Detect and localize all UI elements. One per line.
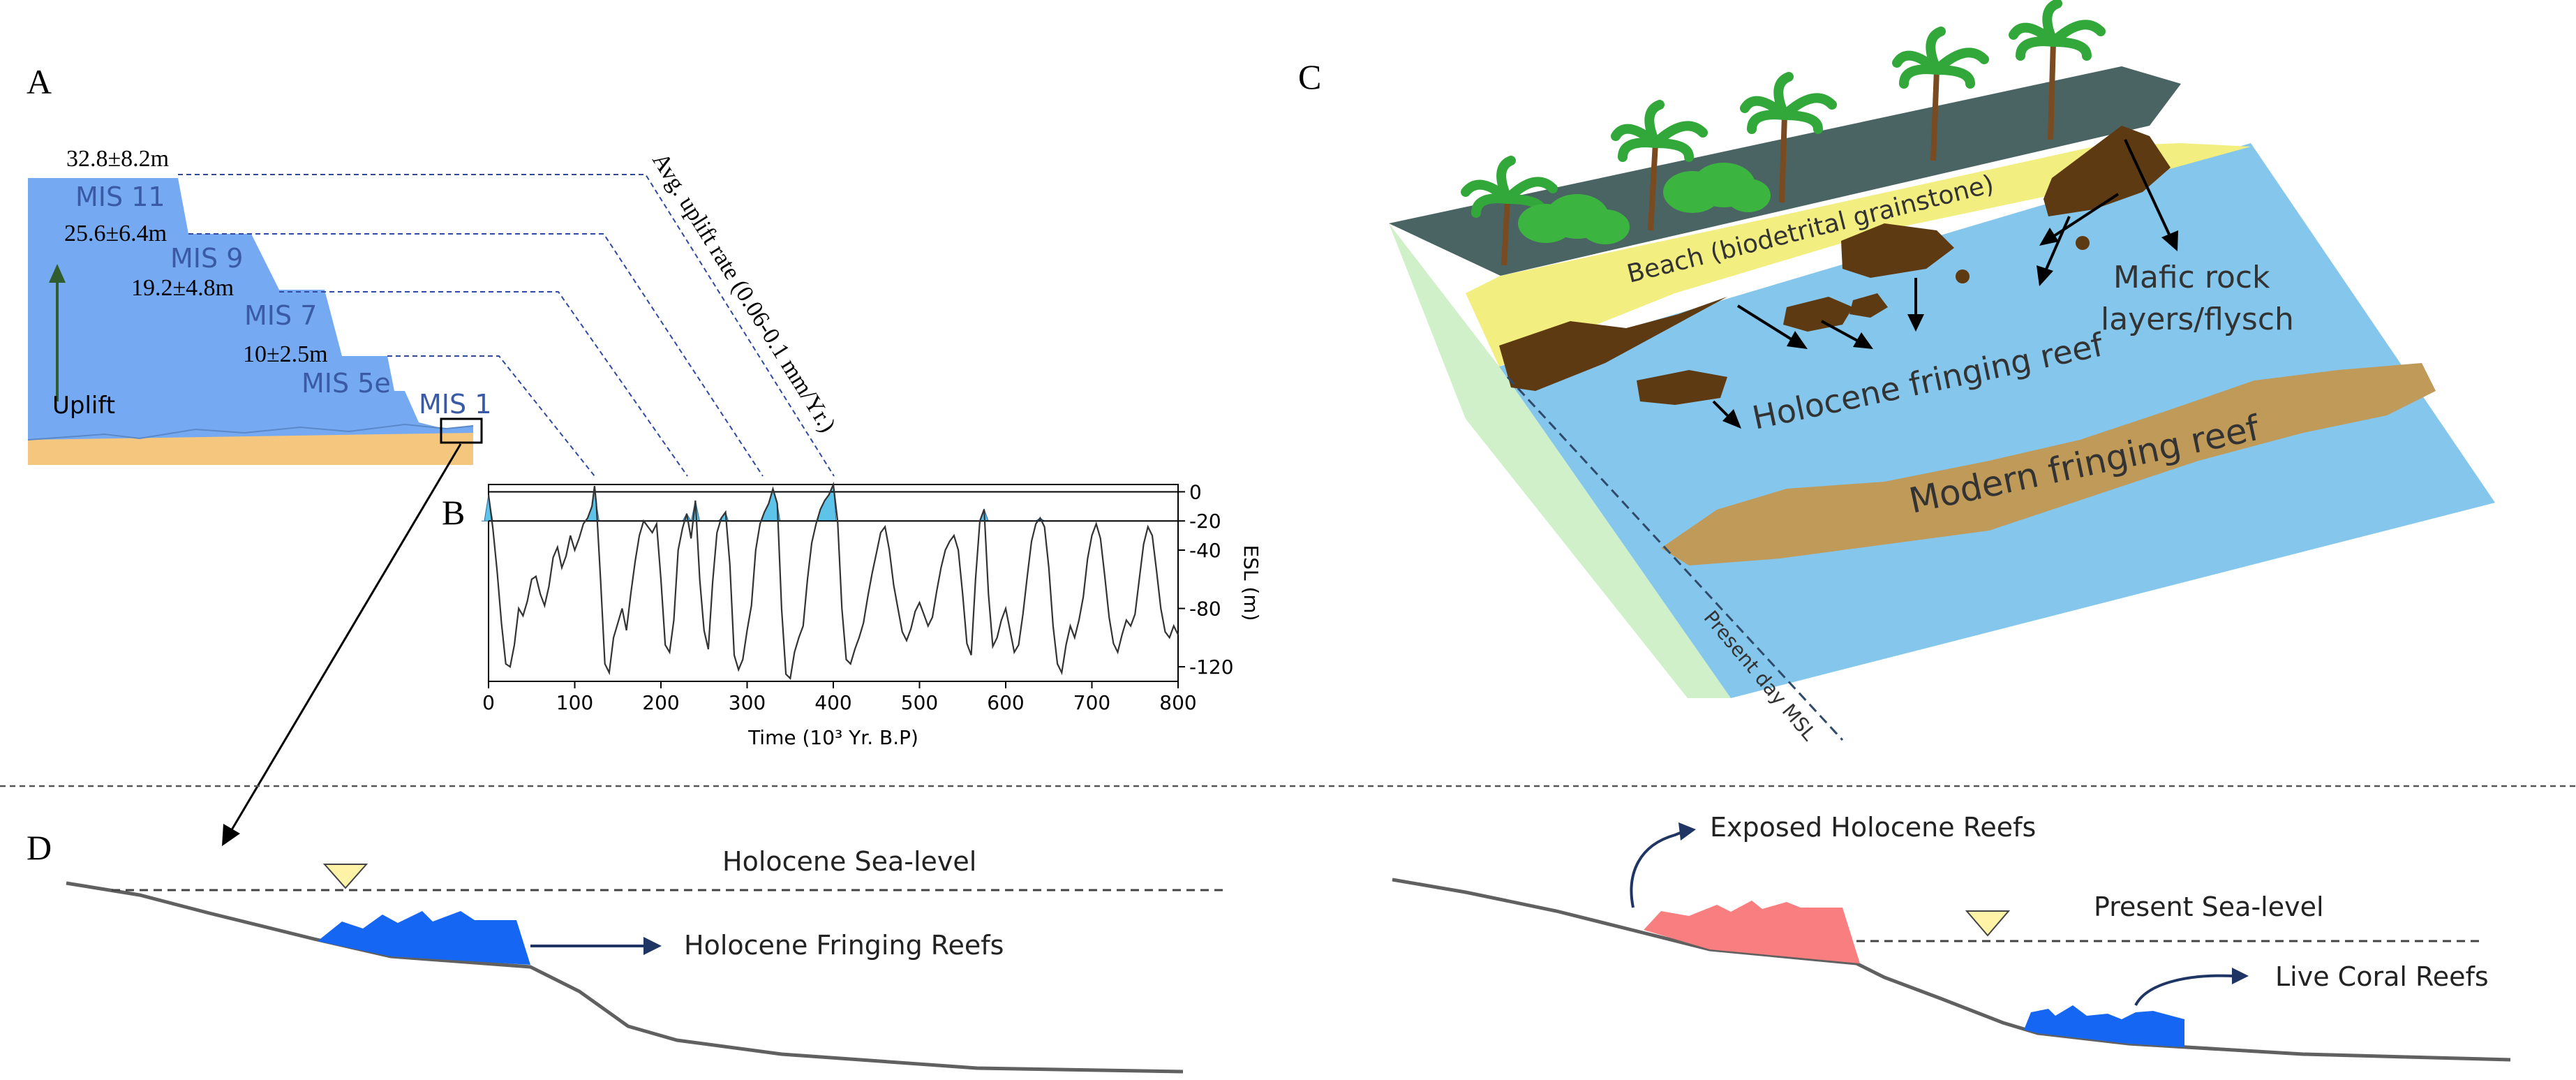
palm-tree-icon <box>1892 27 1989 161</box>
chart-y-axis-title: ESL (m) <box>1239 545 1263 621</box>
uplift-arrow-icon <box>49 264 66 283</box>
x-tick-label: 500 <box>901 691 938 714</box>
panel-letter-d: D <box>27 828 52 867</box>
rock-2 <box>2043 126 2171 216</box>
modern-reef-band <box>1661 363 2436 565</box>
pebble-2 <box>2076 236 2090 250</box>
label-mis11: MIS 11 <box>75 182 165 212</box>
palm-tree-icon <box>1461 156 1558 266</box>
chart-x-axis-title: Time (10³ Yr. B.P) <box>747 726 918 749</box>
x-tick-label: 800 <box>1159 691 1196 714</box>
y-tick-label: -120 <box>1189 656 1234 679</box>
zoom-box <box>440 417 483 444</box>
terrace-base-edge <box>27 423 474 441</box>
x-tick-label: 400 <box>814 691 851 714</box>
elevation-mis9: 25.6±6.4m <box>64 221 167 246</box>
live-coral-reef <box>2024 1005 2184 1047</box>
present-sea-level-marker-icon <box>1965 910 2011 937</box>
x-tick-label: 600 <box>987 691 1024 714</box>
rock-layer-left <box>1499 297 1727 391</box>
elevation-mis5e: 10±2.5m <box>243 341 328 367</box>
label-mis5e: MIS 5e <box>301 368 391 399</box>
panel-c-block-diagram: Beach (biodetrital grainstone) Mafic roc… <box>1389 0 2495 745</box>
exposed-reef-label: Exposed Holocene Reefs <box>1710 812 2036 843</box>
correlation-lines <box>178 174 835 477</box>
zoom-arrow <box>229 443 462 833</box>
palm-tree-icon <box>2009 0 2106 140</box>
y-tick-label: -80 <box>1189 598 1221 621</box>
holocene-sea-level-label: Holocene Sea-level <box>722 846 976 877</box>
panel-d-right: Present Sea-level Exposed Holocene Reefs… <box>1392 812 2511 1062</box>
esl-chart: 0 100 200 300 400 500 600 700 800 0 -20 -40 -80 -120… <box>481 480 1263 749</box>
mafic-label-line2: layers/flysch <box>2101 302 2294 337</box>
exposed-holocene-reef <box>1644 901 1860 963</box>
rock-3 <box>1783 297 1853 332</box>
x-tick-label: 300 <box>729 691 766 714</box>
label-mis7: MIS 7 <box>244 300 317 331</box>
zoom-arrow-head-icon <box>222 824 240 846</box>
elevation-mis11: 32.8±8.2m <box>66 146 169 172</box>
reef-arrow-head-icon <box>643 937 662 955</box>
cliff-face <box>1389 223 1731 698</box>
panel-c-arrows <box>1712 139 2178 429</box>
panel-a-terrace-diagram: Uplift 32.8±8.2m 25.6±6.4m 19.2±4.8m 10±… <box>27 146 840 846</box>
elevation-mis7: 19.2±4.8m <box>131 275 234 301</box>
live-reef-arrow-head-icon <box>2232 968 2249 984</box>
live-reef-arrow <box>2134 974 2234 1006</box>
msl-dashed-line <box>1506 376 1844 741</box>
rock-1 <box>1841 223 1954 278</box>
sea-level-marker-icon <box>322 864 368 889</box>
esl-curve <box>487 481 1179 681</box>
x-tick-label: 200 <box>642 691 679 714</box>
y-tick-label: 0 <box>1189 480 1202 503</box>
panel-letter-c: C <box>1298 57 1321 96</box>
bush-icon <box>1518 194 1630 244</box>
label-mis9: MIS 9 <box>170 243 243 274</box>
seabed-profile <box>66 881 1184 1074</box>
holocene-reef <box>318 911 530 965</box>
present-sea-level-label: Present Sea-level <box>2094 892 2324 922</box>
bush-icon <box>1663 163 1771 213</box>
uplift-label: Uplift <box>52 392 115 420</box>
x-tick-label: 100 <box>556 691 593 714</box>
live-reef-label: Live Coral Reefs <box>2275 961 2489 992</box>
rock-5 <box>1637 370 1727 405</box>
palm-tree-icon <box>1611 100 1708 231</box>
uplift-rate-label: Avg. uplift rate (0.06-0.1 mm/Yr.) <box>647 149 840 437</box>
exposed-reef-arrow <box>1630 831 1683 908</box>
x-tick-label: 0 <box>482 691 495 714</box>
pebble-1 <box>1956 269 1970 283</box>
panel-letter-b: B <box>442 493 465 532</box>
panel-d-left: Holocene Sea-level Holocene Fringing Ree… <box>66 846 1228 1074</box>
panel-letter-a: A <box>27 62 52 101</box>
holocene-reef-label: Holocene Fringing Reefs <box>684 930 1004 961</box>
palm-tree-icon <box>1740 72 1837 203</box>
marine-terraces <box>28 178 473 440</box>
x-tick-label: 700 <box>1073 691 1110 714</box>
y-tick-label: -20 <box>1189 510 1221 533</box>
label-mis1: MIS 1 <box>419 389 491 420</box>
rock-4 <box>1849 293 1888 318</box>
y-tick-label: -40 <box>1189 539 1221 562</box>
exposed-reef-arrow-head-icon <box>1678 822 1696 841</box>
mafic-label-line1: Mafic rock <box>2113 260 2270 295</box>
